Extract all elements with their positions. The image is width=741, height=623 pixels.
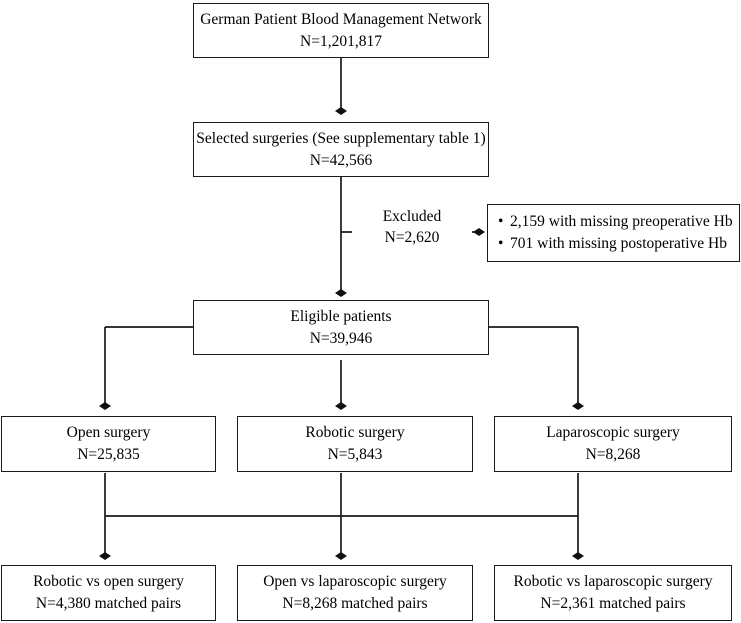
edge-label-excluded-title: Excluded — [382, 208, 442, 225]
node-robotic-vs-laparoscopic[interactable]: Robotic vs laparoscopic surgery N=2,361 … — [494, 565, 732, 621]
excluded-reason-item-1: • 2,159 with missing preoperative Hb — [498, 211, 733, 233]
node-robotic-vs-open-count: N=4,380 matched pairs — [35, 595, 182, 612]
bullet-icon: • — [498, 235, 504, 252]
edge-label-excluded: Excluded N=2,620 — [352, 207, 472, 249]
node-laparoscopic-surgery[interactable]: Laparoscopic surgery N=8,268 — [494, 416, 732, 472]
node-robotic-vs-laparoscopic-title: Robotic vs laparoscopic surgery — [513, 573, 713, 590]
node-eligible-patients-count: N=39,946 — [309, 329, 373, 347]
node-open-vs-laparoscopic-count: N=8,268 matched pairs — [282, 595, 428, 612]
node-robotic-surgery-title: Robotic surgery — [305, 424, 405, 441]
node-robotic-vs-open[interactable]: Robotic vs open surgery N=4,380 matched … — [1, 565, 216, 621]
excluded-reason-text-2: 701 with missing postoperative Hb — [510, 235, 727, 252]
node-open-vs-laparoscopic-title: Open vs laparoscopic surgery — [263, 573, 447, 590]
node-selected-surgeries-count: N=42,566 — [309, 151, 373, 169]
node-open-vs-laparoscopic[interactable]: Open vs laparoscopic surgery N=8,268 mat… — [237, 565, 473, 621]
node-eligible-patients-title: Eligible patients — [290, 307, 392, 325]
node-robotic-vs-laparoscopic-count: N=2,361 matched pairs — [540, 595, 686, 612]
node-cohort-source-count: N=1,201,817 — [300, 32, 382, 50]
node-robotic-surgery[interactable]: Robotic surgery N=5,843 — [237, 416, 473, 472]
node-cohort-source-title: German Patient Blood Management Network — [200, 10, 482, 28]
node-open-surgery-title: Open surgery — [66, 424, 151, 441]
node-open-surgery-count: N=25,835 — [77, 446, 140, 463]
node-eligible-patients[interactable]: Eligible patients N=39,946 — [193, 300, 489, 355]
excluded-reason-text-1: 2,159 with missing preoperative Hb — [510, 213, 733, 230]
node-robotic-surgery-count: N=5,843 — [327, 446, 383, 463]
node-laparoscopic-surgery-title: Laparoscopic surgery — [546, 424, 680, 441]
node-laparoscopic-surgery-count: N=8,268 — [585, 446, 641, 463]
node-selected-surgeries-title: Selected surgeries (See supplementary ta… — [196, 129, 486, 147]
bullet-icon: • — [498, 213, 504, 230]
node-cohort-source[interactable]: German Patient Blood Management Network … — [193, 3, 489, 58]
node-open-surgery[interactable]: Open surgery N=25,835 — [1, 416, 216, 472]
node-excluded-reasons[interactable]: • 2,159 with missing preoperative Hb • 701… — [487, 204, 740, 262]
edge-label-excluded-count: N=2,620 — [384, 228, 440, 246]
node-robotic-vs-open-title: Robotic vs open surgery — [33, 573, 184, 590]
node-selected-surgeries[interactable]: Selected surgeries (See supplementary ta… — [193, 122, 489, 177]
excluded-reason-item-2: • 701 with missing postoperative Hb — [498, 233, 727, 255]
